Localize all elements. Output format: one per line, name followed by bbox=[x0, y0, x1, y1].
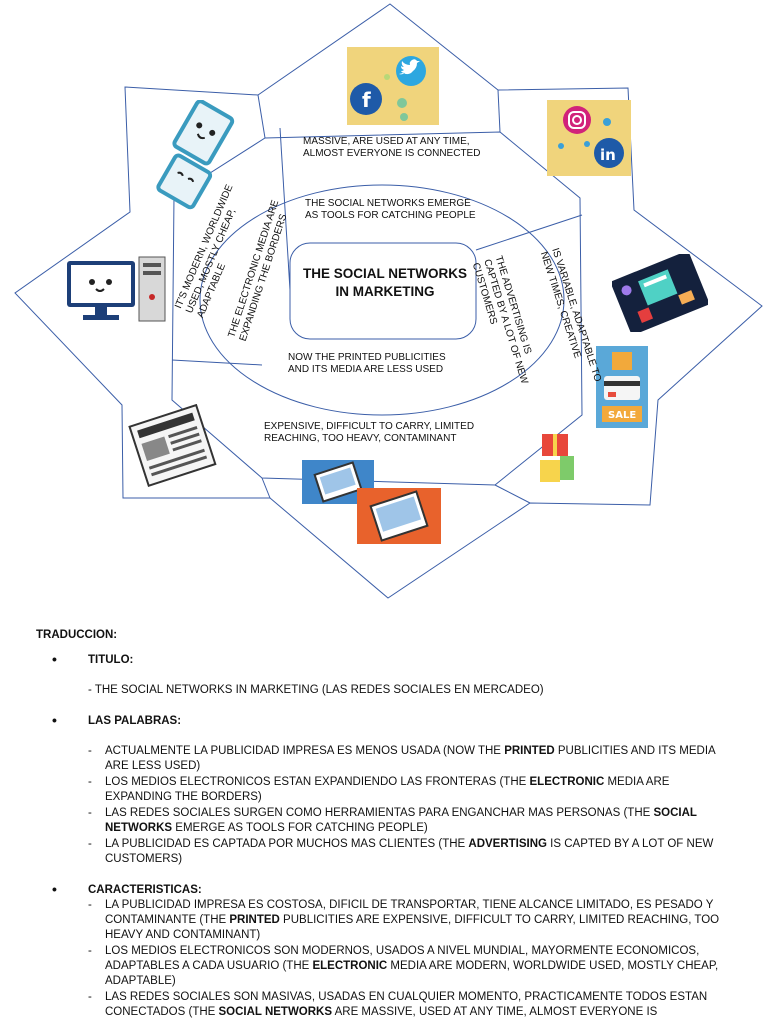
palabras-item: -LA PUBLICIDAD ES CAPTADA POR MUCHOS MAS… bbox=[88, 838, 714, 865]
marketing-diagram: f in bbox=[14, 3, 763, 599]
social-media-tile-right: in bbox=[547, 100, 631, 176]
palabras-label: LAS PALABRAS: bbox=[52, 713, 181, 729]
divider-line bbox=[171, 359, 263, 366]
digital-marketing-icon bbox=[612, 254, 708, 332]
divider-line bbox=[261, 477, 271, 499]
linkedin-icon: in bbox=[600, 146, 616, 164]
computer-icon bbox=[67, 256, 166, 322]
divider-line bbox=[279, 127, 291, 291]
traduccion-heading: TRADUCCION: bbox=[36, 629, 118, 641]
caracteristicas-label: CARACTERISTICAS: bbox=[52, 882, 202, 898]
gift-icon bbox=[540, 434, 574, 482]
sale-label: SALE bbox=[608, 410, 636, 421]
newspaper-icon bbox=[128, 404, 217, 487]
inner-bottom-text: NOW THE PRINTED PUBLICITIES AND ITS MEDI… bbox=[288, 352, 446, 375]
palabras-item: -ACTUALMENTE LA PUBLICIDAD IMPRESA ES ME… bbox=[88, 745, 716, 772]
palabras-item: -LOS MEDIOS ELECTRONICOS ESTAN EXPANDIEN… bbox=[88, 776, 670, 803]
facebook-icon: f bbox=[362, 88, 371, 112]
social-media-tile-top: f bbox=[347, 47, 439, 125]
inner-ellipse-shape bbox=[199, 184, 565, 416]
divider-line bbox=[494, 484, 531, 504]
magazine-tile-orange bbox=[357, 488, 441, 544]
outer-bottom-text: EXPENSIVE, DIFFICULT TO CARRY, LIMITED R… bbox=[264, 421, 475, 444]
inner-top-text: THE SOCIAL NETWORKS EMERGE AS TOOLS FOR … bbox=[305, 198, 476, 221]
instagram-icon bbox=[568, 111, 586, 129]
outer-top-text: MASSIVE, ARE USED AT ANY TIME, ALMOST EV… bbox=[303, 136, 481, 159]
divider-line bbox=[257, 94, 266, 139]
divider-line bbox=[475, 214, 583, 251]
center-title: THE SOCIAL NETWORKS IN MARKETING bbox=[302, 266, 467, 299]
caracteristicas-item: -LA PUBLICIDAD IMPRESA ES COSTOSA, DIFIC… bbox=[88, 899, 720, 941]
titulo-text: - THE SOCIAL NETWORKS IN MARKETING (LAS … bbox=[88, 684, 544, 696]
cute-devices-icon bbox=[156, 100, 235, 210]
caracteristicas-item: -LAS REDES SOCIALES SON MASIVAS, USADAS … bbox=[88, 991, 708, 1018]
caracteristicas-item: -LOS MEDIOS ELECTRONICOS SON MODERNOS, U… bbox=[88, 945, 719, 987]
divider-line bbox=[497, 89, 501, 133]
titulo-label: TITULO: bbox=[52, 652, 134, 668]
palabras-item: -LAS REDES SOCIALES SURGEN COMO HERRAMIE… bbox=[88, 807, 697, 834]
sale-card-icon: SALE bbox=[596, 346, 648, 428]
center-box-shape bbox=[289, 242, 477, 340]
